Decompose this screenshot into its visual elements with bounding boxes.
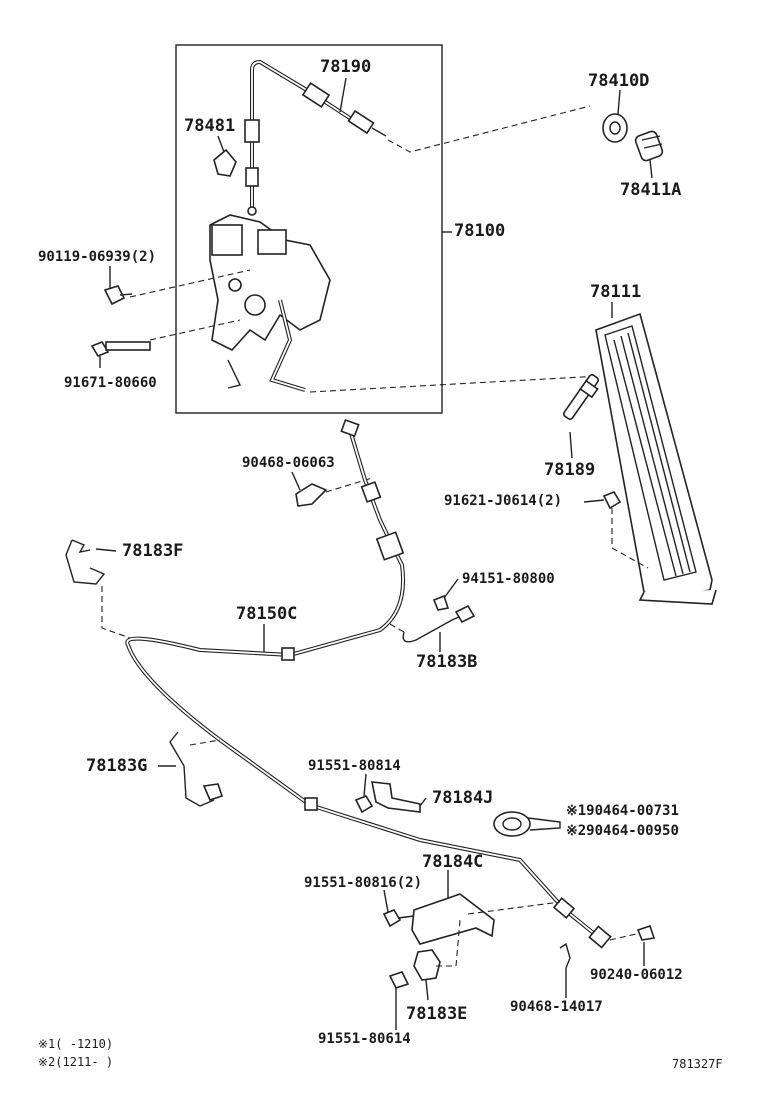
label-78183E: 78183E <box>406 1004 468 1024</box>
clip-90468-14017 <box>559 942 571 969</box>
leader-lines <box>95 77 653 1030</box>
label-78150C: 78150C <box>236 604 298 624</box>
label-78100: 78100 <box>454 221 506 241</box>
cap-78410D <box>602 113 628 143</box>
label-90464-00950: ※290464-00950 <box>566 823 679 839</box>
label-90464-00731: ※190464-00731 <box>566 803 679 819</box>
label-78189: 78189 <box>544 460 596 480</box>
clip-78183E <box>413 949 441 981</box>
label-78481: 78481 <box>184 116 236 136</box>
bracket-78184C <box>411 893 495 945</box>
label-78411A: 78411A <box>620 180 682 200</box>
clamp-90464 <box>493 811 561 837</box>
bolt-91671 <box>90 341 151 357</box>
clip-78481 <box>213 148 237 177</box>
clip-78183B <box>402 604 476 643</box>
label-91671-80660: 91671-80660 <box>64 375 157 391</box>
label-90119-06939: 90119-06939(2) <box>38 249 157 265</box>
footnote-2: ※2(1211- ) <box>38 1055 114 1069</box>
bolt-91621 <box>602 491 622 510</box>
label-94151-80800: 94151-80800 <box>462 571 555 587</box>
pedal-bracket-78100 <box>209 214 331 392</box>
label-90240-06012: 90240-06012 <box>590 967 683 983</box>
bolt-91551-80814 <box>354 795 374 814</box>
label-91621-J0614: 91621-J0614(2) <box>444 493 563 509</box>
assembly-box <box>175 44 443 414</box>
label-91551-80816: 91551-80816(2) <box>304 875 423 891</box>
stopper-78189 <box>562 374 600 420</box>
label-78111: 78111 <box>590 282 642 302</box>
label-90468-06063: 90468-06063 <box>242 455 335 471</box>
cable-78150C <box>125 418 612 949</box>
knob-78411A <box>634 130 664 162</box>
label-78190: 78190 <box>320 57 372 77</box>
pedal-78111 <box>595 312 717 605</box>
label-78183B: 78183B <box>416 652 478 672</box>
cable-78190 <box>244 59 387 216</box>
bolt-91551-80614 <box>388 971 410 989</box>
bolt-90119 <box>103 285 133 306</box>
label-78183G: 78183G <box>86 756 148 776</box>
pin-90240 <box>636 924 656 941</box>
bracket-78184J <box>371 781 421 813</box>
label-91551-80814: 91551-80814 <box>308 758 401 774</box>
label-78184C: 78184C <box>422 852 484 872</box>
footnote-1: ※1( -1210) <box>38 1037 114 1051</box>
clip-78183G <box>169 731 224 807</box>
nut-94151 <box>432 594 450 611</box>
label-78183F: 78183F <box>122 541 184 561</box>
label-90468-14017: 90468-14017 <box>510 999 603 1015</box>
label-78184J: 78184J <box>432 788 494 808</box>
clip-90468-06063 <box>295 483 328 507</box>
label-91551-80614: 91551-80614 <box>318 1031 411 1047</box>
clip-78183F <box>65 539 106 585</box>
diagram-code: 781327F <box>672 1057 723 1071</box>
bolt-91551-80816 <box>382 909 402 928</box>
label-78410D: 78410D <box>588 71 650 91</box>
